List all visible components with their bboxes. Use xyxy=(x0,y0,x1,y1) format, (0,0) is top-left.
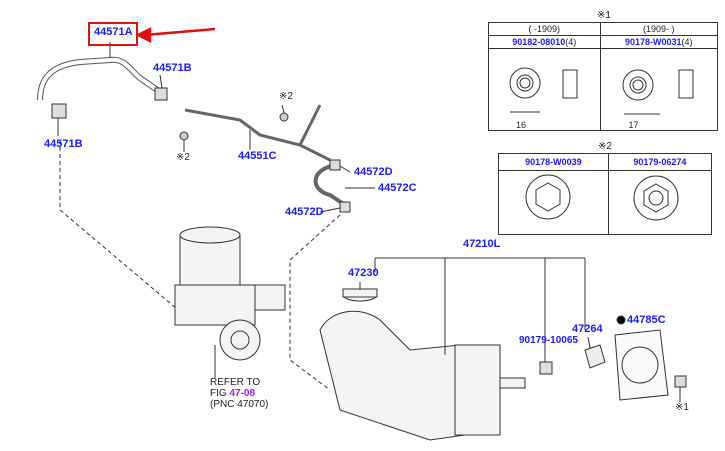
hose-44572c xyxy=(313,163,347,207)
part-label-47264[interactable]: 47264 xyxy=(572,323,603,335)
part-label-47230[interactable]: 47230 xyxy=(348,267,379,279)
part-label-90179-10065[interactable]: 90179-10065 xyxy=(519,335,578,346)
refer-line1: REFER TO xyxy=(210,377,261,388)
part-label-44572d[interactable]: 44572D xyxy=(285,206,324,218)
dim-17: 17 xyxy=(599,48,718,131)
qty: (4) xyxy=(681,37,693,47)
part-label-44551c[interactable]: 44551C xyxy=(238,150,277,162)
note-2: ※2 xyxy=(279,91,293,102)
refer-pnc: (PNC 47070) xyxy=(210,399,269,410)
part-link-90178-w0031[interactable]: 90178-W0031 xyxy=(624,37,682,47)
refer-note: REFER TO FIG 47-08 (PNC 47070) xyxy=(210,377,268,410)
highlight-arrow xyxy=(135,26,216,44)
bracket-47264 xyxy=(584,344,606,369)
table1-title: ※1 xyxy=(597,10,611,21)
fig-link[interactable]: 47-08 xyxy=(229,388,256,399)
col1-range: ( -1909) xyxy=(488,22,601,36)
qty: (4) xyxy=(565,37,577,47)
new-part-dot xyxy=(616,315,626,325)
part-link-90178-w0039[interactable]: 90178-W0039 xyxy=(525,157,582,167)
part-label-44571b[interactable]: 44571B xyxy=(44,138,83,150)
part-label-44571a[interactable]: 44571A xyxy=(94,26,133,38)
part-label-44785c[interactable]: 44785C xyxy=(627,314,666,326)
part-link-90182-08010[interactable]: 90182-08010 xyxy=(512,37,566,47)
clip-44571b-left xyxy=(51,103,67,119)
fastener-cell xyxy=(607,170,713,235)
fastener-table-2: 90178-W0039 90179-06274 xyxy=(498,153,713,235)
pipe-44551c xyxy=(184,104,331,162)
part-label-44572c[interactable]: 44572C xyxy=(378,182,417,194)
nut-note1 xyxy=(674,375,687,388)
note-2: ※2 xyxy=(176,152,190,163)
fastener-cell xyxy=(498,170,609,235)
clip-44571b xyxy=(154,87,168,101)
part-label-47210l[interactable]: 47210L xyxy=(463,238,501,250)
part-label-44572d[interactable]: 44572D xyxy=(354,166,393,178)
table2-title: ※2 xyxy=(598,141,612,152)
part-label-44571b[interactable]: 44571B xyxy=(153,62,192,74)
note-1: ※1 xyxy=(675,402,689,413)
refer-fig-prefix: FIG xyxy=(210,388,227,399)
highlight-box xyxy=(88,22,138,46)
gasket-44785c xyxy=(614,329,669,401)
nut-90179-10065 xyxy=(539,361,553,375)
part-link-90179-06274[interactable]: 90179-06274 xyxy=(633,157,687,167)
brake-booster xyxy=(319,288,526,441)
col2-range: (1909- ) xyxy=(599,22,718,36)
dim-16: 16 xyxy=(488,48,601,131)
pump-motor xyxy=(174,226,286,361)
fastener-table-1: ( -1909)(1909- ) 90182-08010(4)90178-W00… xyxy=(488,22,718,131)
